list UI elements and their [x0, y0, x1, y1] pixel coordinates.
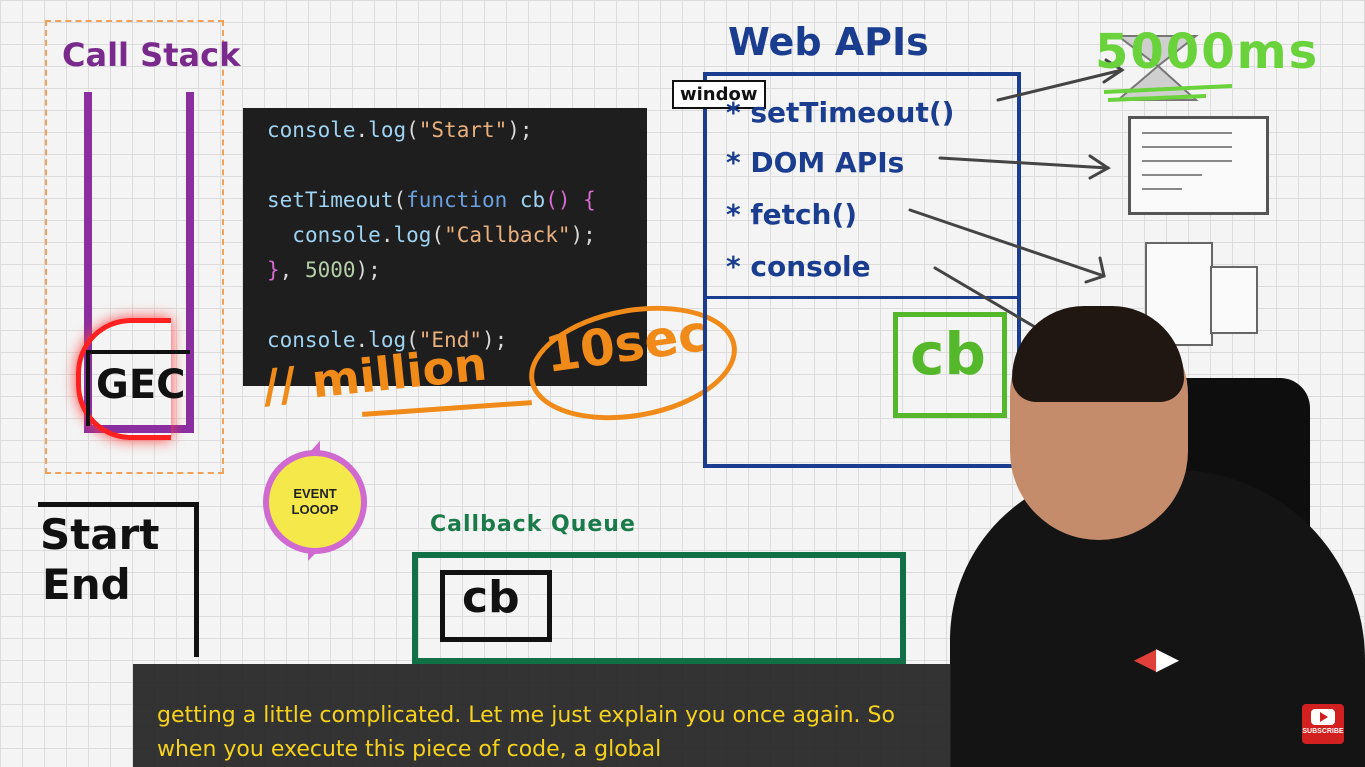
- gec-label: GEC: [96, 362, 186, 408]
- subscribe-label: SUBSCRIBE: [1302, 728, 1344, 735]
- arrow-head-dom: [1088, 154, 1111, 180]
- call-stack-right-wall: [186, 92, 194, 432]
- youtube-play-icon: [1311, 709, 1335, 725]
- web-apis-box: [703, 72, 1021, 468]
- timer-label: 5000ms: [1095, 24, 1320, 80]
- arrow-fetch-head: [1084, 256, 1106, 284]
- arrow-dom: [938, 156, 1110, 170]
- callback-queue-box: [412, 552, 906, 664]
- code-line-7: console.log("End");: [267, 328, 508, 352]
- gec-frame: [86, 350, 190, 426]
- code-line-4: console.log("Callback");: [292, 223, 596, 247]
- api-item-dom: * DOM APIs: [726, 146, 905, 179]
- callback-queue-cb-label: cb: [462, 572, 520, 623]
- event-loop-icon: [263, 450, 367, 554]
- subscribe-button[interactable]: SUBSCRIBE: [1302, 704, 1344, 744]
- call-stack-left-wall: [84, 92, 92, 432]
- code-block: console.log("Start"); setTimeout(functio…: [243, 108, 647, 386]
- web-apis-cb-box: [893, 312, 1007, 418]
- window-tag: window: [672, 80, 766, 109]
- brand-logo-icon: ◀▶: [1135, 643, 1179, 674]
- caption-panel: [133, 664, 951, 767]
- caption-line-1: getting a little complicated. Let me jus…: [157, 703, 895, 728]
- doc-line: [1142, 160, 1232, 162]
- api-item-fetch: * fetch(): [726, 198, 858, 231]
- doc-line: [1142, 188, 1182, 190]
- timer-underline: [1103, 84, 1233, 102]
- doc-line: [1142, 146, 1232, 148]
- presenter-body: [950, 470, 1365, 767]
- arrow-settimeout: [996, 68, 1124, 102]
- doc-line: [1142, 174, 1202, 176]
- console-output-start: Start: [40, 510, 160, 559]
- api-item-console: * console: [726, 250, 871, 283]
- gec-highlight: [76, 318, 171, 440]
- call-stack-title: Call Stack: [62, 36, 241, 74]
- dom-document-icon: [1128, 116, 1269, 215]
- web-apis-divider: [703, 296, 1017, 299]
- web-apis-cb-label: cb: [910, 320, 986, 388]
- web-apis-title: Web APIs: [728, 20, 929, 64]
- code-line-1: console.log("Start");: [267, 118, 533, 142]
- callback-queue-cb-box: [440, 570, 552, 642]
- server-icon: [1210, 266, 1258, 334]
- api-item-settimeout: * setTimeout(): [726, 96, 955, 129]
- doc-line: [1142, 132, 1232, 134]
- arrow-head-settimeout: [1102, 58, 1125, 84]
- console-output-frame: [38, 502, 199, 657]
- callback-queue-title: Callback Queue: [430, 512, 636, 537]
- arrow-fetch: [908, 208, 1106, 278]
- caption-line-2: when you execute this piece of code, a g…: [157, 737, 662, 762]
- code-line-3: setTimeout(function cb() {: [267, 188, 596, 212]
- arrow-console: [933, 266, 1042, 332]
- presenter-hair: [1012, 306, 1184, 402]
- event-loop-label: EVENT LOOOP: [291, 486, 339, 517]
- call-stack-frame: [45, 20, 224, 474]
- code-line-5: }, 5000);: [267, 258, 381, 282]
- console-output-end: End: [42, 560, 131, 609]
